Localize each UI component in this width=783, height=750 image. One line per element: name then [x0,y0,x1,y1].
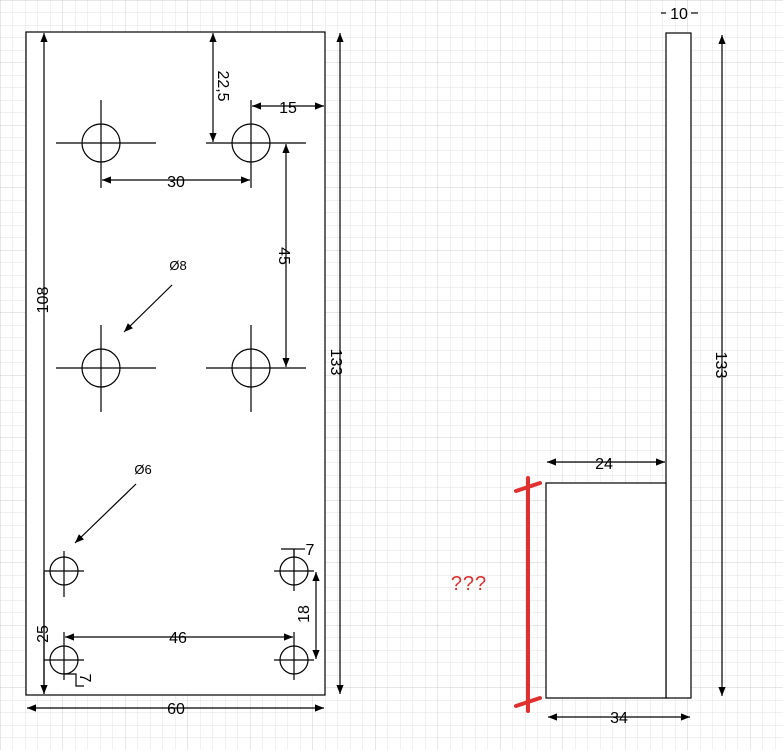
dim-thickness: 10 [670,6,688,23]
callout-large-hole-diameter: Ø8 [169,258,186,273]
dim-overall-height-side: 133 [712,352,729,379]
dim-small-hole-spacing-y: 18 [296,605,313,623]
leader-7-left [64,673,84,687]
side-view-vertical-plate [665,32,692,699]
dim-flange-inner-width: 24 [595,456,613,473]
side-view [545,12,726,721]
dim-hole-right-offset: 15 [279,100,297,117]
dim-overall-width: 60 [167,701,185,718]
front-view-outline [25,31,326,696]
dim-small-hole-spacing-x: 46 [169,630,187,647]
dim-small-hole-left: 7 [76,674,93,683]
unknown-dimension-marker [514,476,542,713]
dim-flange-total-width: 34 [610,710,628,727]
unknown-dimension-label: ??? [451,573,487,595]
dim-hole-top-offset: 22,5 [214,70,231,101]
dim-108: 108 [35,287,52,314]
leader-small-hole [74,483,137,544]
front-view [25,31,344,712]
callout-small-hole-diameter: Ø6 [134,462,151,477]
small-hole-lower-right [274,632,314,680]
dim-small-hole-bottom: 25 [35,625,52,643]
large-hole-top-right [206,100,306,188]
dim-small-hole-right: 7 [306,542,315,559]
large-hole-mid-right [206,325,306,412]
leader-large-hole [123,284,173,333]
side-view-flange [545,482,667,699]
dim-hole-spacing-y: 45 [275,247,292,265]
dim-hole-spacing-x: 30 [167,174,185,191]
large-hole-top-left [56,100,156,188]
dim-overall-height-front: 133 [327,349,344,376]
small-hole-upper-left [44,551,84,597]
large-hole-mid-left [56,325,156,412]
